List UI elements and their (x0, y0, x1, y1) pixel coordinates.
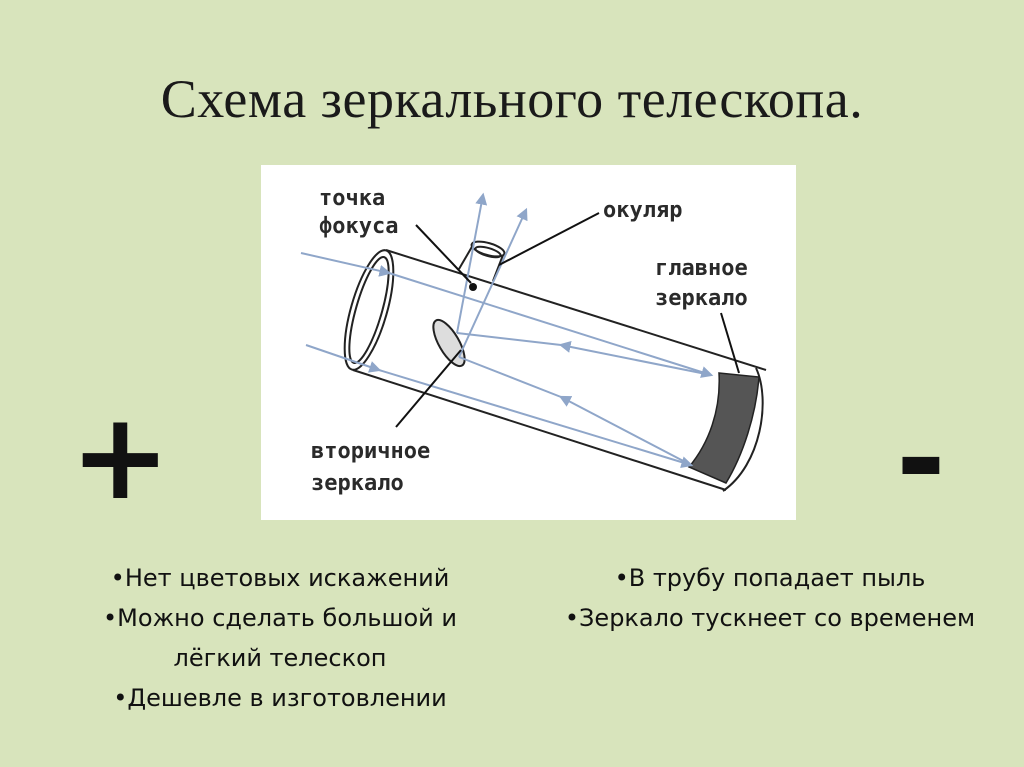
label-eyepiece: окуляр (603, 198, 682, 223)
cons-list: •В трубу попадает пыль •Зеркало тускнеет… (525, 558, 1015, 638)
cons-item: •В трубу попадает пыль (614, 564, 926, 592)
primary-mirror (687, 372, 760, 484)
label-secondary-2: зеркало (311, 471, 404, 496)
label-primary-2: зеркало (655, 286, 748, 311)
secondary-mirror (432, 318, 466, 368)
label-primary-1: главное (655, 256, 748, 281)
pros-item: •Можно сделать большой и (103, 604, 457, 632)
pros-item: •Дешевле в изготовлении (113, 684, 447, 712)
label-secondary-1: вторичное (311, 439, 430, 464)
pros-item: •Нет цветовых искажений (110, 564, 450, 592)
focus-point (469, 283, 477, 291)
pointer-lines (395, 212, 740, 428)
label-focus-1: точка (319, 186, 385, 211)
cons-item: •Зеркало тускнеет со временем (564, 604, 976, 632)
pros-list: •Нет цветовых искажений •Можно сделать б… (60, 558, 500, 718)
telescope-tube (343, 249, 767, 492)
slide-title: Схема зеркального телескопа. (160, 69, 864, 129)
eyepiece-tube (458, 240, 506, 282)
pros-sign: + (70, 388, 171, 527)
cons-sign: - (896, 390, 946, 529)
label-focus-2: фокуса (319, 214, 398, 239)
pros-item: лёгкий телескоп (173, 644, 387, 672)
telescope-diagram: точка фокуса окуляр главное зеркало втор… (261, 165, 796, 520)
